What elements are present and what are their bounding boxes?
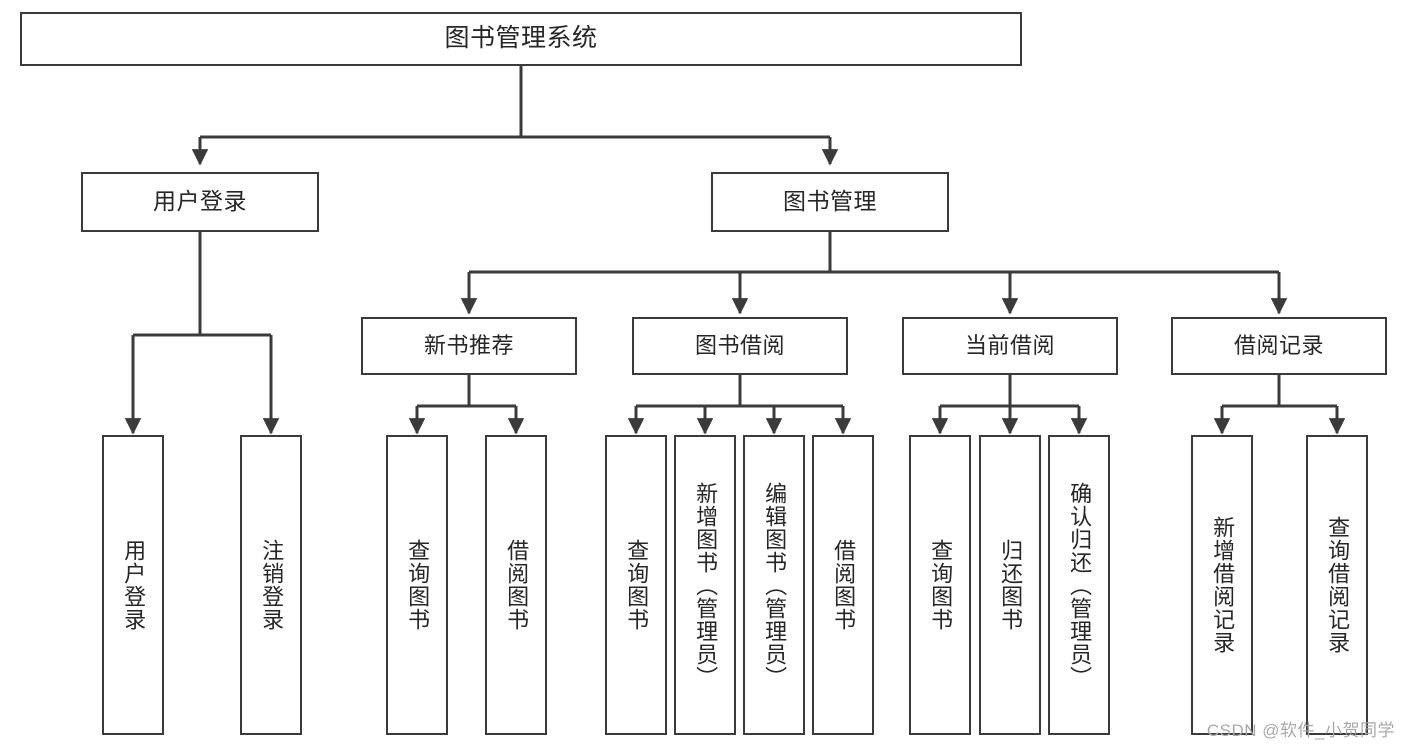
csdn-watermark: CSDN @软件_小贺同学 bbox=[1206, 721, 1395, 740]
node-label: 确认归还（管理员） bbox=[1067, 481, 1093, 689]
node-label: 新增借阅记录 bbox=[1210, 516, 1236, 654]
node-leaf-logout[interactable]: 注销登录 bbox=[240, 435, 302, 735]
node-user-login[interactable]: 用户登录 bbox=[81, 172, 319, 232]
node-leaf-borrow-book[interactable]: 借阅图书 bbox=[812, 435, 874, 735]
node-label: 注销登录 bbox=[259, 539, 285, 631]
node-leaf-user-login[interactable]: 用户登录 bbox=[102, 435, 164, 735]
node-book-management[interactable]: 图书管理 bbox=[711, 172, 949, 232]
node-leaf-query-book-recommend[interactable]: 查询图书 bbox=[386, 435, 448, 735]
node-borrow-record[interactable]: 借阅记录 bbox=[1171, 317, 1387, 375]
node-label: 查询图书 bbox=[928, 539, 954, 631]
node-current-borrow[interactable]: 当前借阅 bbox=[902, 317, 1118, 375]
node-label: 查询图书 bbox=[405, 539, 431, 631]
node-leaf-return-book[interactable]: 归还图书 bbox=[979, 435, 1041, 735]
node-leaf-edit-book-admin[interactable]: 编辑图书（管理员） bbox=[743, 435, 805, 735]
node-label: 图书管理 bbox=[783, 188, 877, 215]
node-leaf-add-borrow-record[interactable]: 新增借阅记录 bbox=[1191, 435, 1253, 735]
node-leaf-add-book-admin[interactable]: 新增图书（管理员） bbox=[674, 435, 736, 735]
node-label: 图书借阅 bbox=[694, 333, 785, 359]
node-label: 用户登录 bbox=[121, 539, 147, 631]
node-leaf-query-book-current[interactable]: 查询图书 bbox=[909, 435, 971, 735]
node-label: 借阅图书 bbox=[831, 539, 857, 631]
node-label: 图书管理系统 bbox=[444, 24, 598, 53]
node-label: 当前借阅 bbox=[964, 333, 1055, 359]
node-leaf-confirm-return-admin[interactable]: 确认归还（管理员） bbox=[1048, 435, 1110, 735]
node-label: 查询借阅记录 bbox=[1325, 516, 1351, 654]
node-label: 归还图书 bbox=[998, 539, 1024, 631]
node-book-borrow[interactable]: 图书借阅 bbox=[632, 317, 848, 375]
node-leaf-query-book-borrow[interactable]: 查询图书 bbox=[605, 435, 667, 735]
node-label: 查询图书 bbox=[624, 539, 650, 631]
node-label: 编辑图书（管理员） bbox=[762, 481, 788, 689]
node-label: 借阅记录 bbox=[1233, 333, 1324, 359]
node-root-book-management-system[interactable]: 图书管理系统 bbox=[20, 12, 1022, 66]
node-label: 借阅图书 bbox=[504, 539, 530, 631]
node-label: 新增图书（管理员） bbox=[693, 481, 719, 689]
node-leaf-query-borrow-record[interactable]: 查询借阅记录 bbox=[1306, 435, 1368, 735]
node-label: 新书推荐 bbox=[423, 333, 514, 359]
node-new-book-recommend[interactable]: 新书推荐 bbox=[361, 317, 577, 375]
node-label: 用户登录 bbox=[153, 188, 247, 215]
node-leaf-borrow-book-recommend[interactable]: 借阅图书 bbox=[485, 435, 547, 735]
